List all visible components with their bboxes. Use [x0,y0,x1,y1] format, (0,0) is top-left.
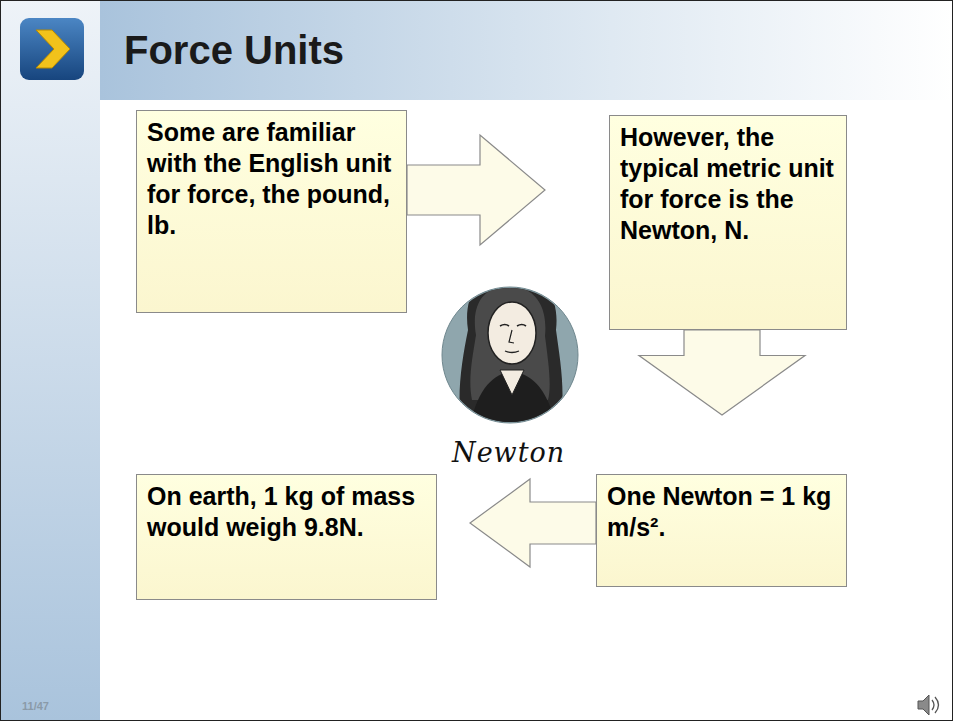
box-text: However, the typical metric unit for for… [620,122,836,246]
text-box: Some are familiar with the English unit … [136,110,407,313]
text-box: On earth, 1 kg of mass would weigh 9.8N. [136,474,437,600]
page-number: 11/47 [22,700,49,712]
text-box: However, the typical metric unit for for… [609,115,847,330]
block-arrow [639,330,805,415]
block-arrow [470,479,596,567]
signature-text: Newton [452,436,565,470]
side-bar [0,0,100,721]
slide-title: Force Units [124,26,344,74]
box-text: On earth, 1 kg of mass would weigh 9.8N. [147,481,426,543]
title-bar [100,0,953,100]
box-text: Some are familiar with the English unit … [147,117,396,241]
newton-portrait [442,272,578,430]
block-arrow [407,135,545,245]
speaker-icon [918,695,939,715]
text-box: One Newton = 1 kg m/s². [596,474,847,587]
box-text: One Newton = 1 kg m/s². [607,481,836,543]
chevron-icon [20,18,84,80]
